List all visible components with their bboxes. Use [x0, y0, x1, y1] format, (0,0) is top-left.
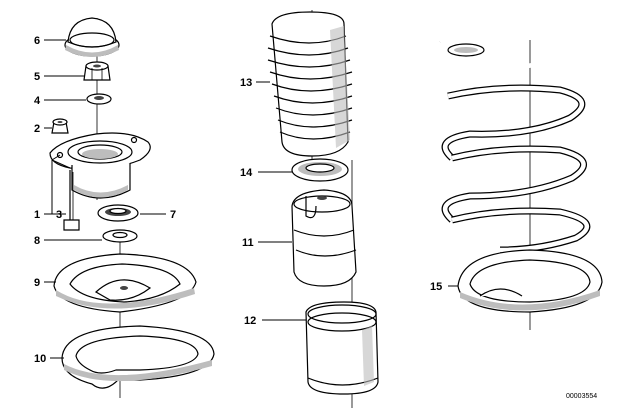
part-10-rubber-ring [61, 325, 215, 389]
label-5: 5 [34, 71, 40, 83]
label-11: 11 [242, 237, 254, 249]
part-3-bolt [63, 170, 80, 231]
part-15-spring-pad [457, 249, 603, 313]
part-7-bearing-ring [97, 204, 139, 222]
part-11-bump-stop [291, 189, 357, 287]
part-4-washer [86, 93, 112, 105]
part-9-spring-seat [53, 253, 197, 313]
part-1-mount-plate [49, 132, 151, 199]
part-2-small-nut [51, 118, 69, 134]
label-4: 4 [34, 95, 41, 107]
label-6: 6 [34, 35, 40, 47]
reference-number: 00003554 [566, 393, 597, 400]
label-8: 8 [34, 235, 40, 247]
part-14-ring [291, 158, 349, 182]
label-15: 15 [430, 281, 442, 293]
leader-lines [44, 39, 458, 359]
part-12-protective-tube [305, 301, 379, 395]
label-3: 3 [56, 209, 62, 221]
label-14: 14 [240, 167, 253, 179]
label-9: 9 [34, 277, 40, 289]
label-12: 12 [244, 315, 256, 327]
label-10: 10 [34, 353, 46, 365]
part-5-nut [83, 61, 111, 81]
label-1: 1 [34, 209, 40, 221]
label-13: 13 [240, 77, 252, 89]
part-15-coil-spring [438, 21, 591, 254]
part-13-bellows [267, 11, 353, 157]
part-6-top-cap [64, 17, 120, 57]
part-8-washer [102, 229, 138, 243]
label-7: 7 [170, 209, 176, 221]
label-2: 2 [34, 123, 40, 135]
